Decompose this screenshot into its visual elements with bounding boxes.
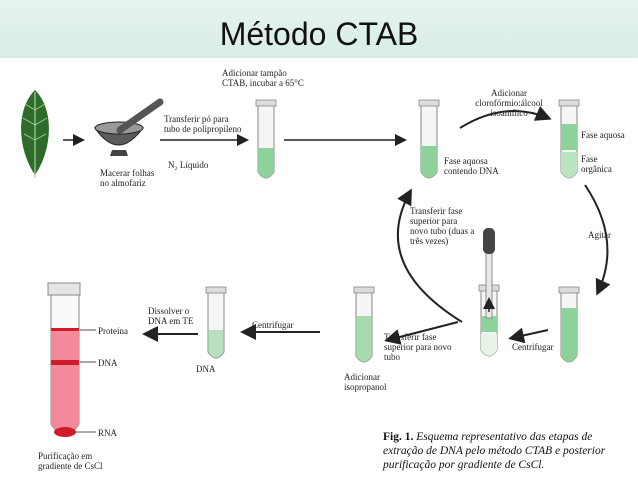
tube-dna-pellet xyxy=(205,286,227,359)
title-bar xyxy=(0,0,638,58)
label-fase-aquosa-dna: Fase aquosa contendo DNA xyxy=(444,156,499,176)
caption-text: Esquema representativo das etapas de ext… xyxy=(383,431,606,471)
label-dissolver: Dissolver o DNA em TE xyxy=(148,306,194,326)
arrow-centrifugar-1 xyxy=(508,327,549,344)
arrow-loop-transfer xyxy=(396,188,463,323)
label-rna: RNA xyxy=(98,428,118,438)
arrow-agitar xyxy=(584,184,611,296)
label-dna-pellet: DNA xyxy=(196,364,216,374)
tube-fase-aquosa-dna xyxy=(418,99,440,179)
tube-ctab xyxy=(255,99,277,179)
arrow-transfer-isopropanol xyxy=(384,321,459,345)
label-isopropanol: Adicionar isopropanol xyxy=(344,372,387,392)
label-transferir-fase-2: Transferir fase superior para novo tubo xyxy=(384,332,452,362)
tube-pipette xyxy=(478,228,500,357)
label-centrifugar-1: Centrifugar xyxy=(512,342,554,352)
label-ctab: Adicionar tampão CTAB, incubar a 65°C xyxy=(222,68,304,88)
page-title: Método CTAB xyxy=(219,16,419,52)
tube-isopropanol xyxy=(353,286,375,363)
arrow-add-chloroform xyxy=(459,105,552,129)
caption-prefix: Fig. 1. xyxy=(383,431,414,443)
label-cloroformio: Adicionar clorofórmio:álcool isoamílico xyxy=(475,88,543,118)
label-transferir-fase: Transferir fase superior para novo tubo … xyxy=(410,206,475,246)
label-agitar: Agitar xyxy=(588,230,611,240)
leaf-icon xyxy=(21,90,49,178)
label-purificacao: Purificação em gradiente de CsCl xyxy=(38,451,103,471)
label-n2: N₂ Líquido xyxy=(168,160,209,170)
label-centrifugar-2: Centrifugar xyxy=(252,320,294,330)
label-transferir-po: Transferir pó para tubo de polipropileno xyxy=(164,114,242,134)
label-fase-aquosa: Fase aquosa xyxy=(581,130,625,140)
tube-agitado xyxy=(558,286,580,363)
tube-cscl-gradient xyxy=(47,282,96,437)
mortar-pestle-icon xyxy=(94,98,164,156)
label-fase-organica: Fase orgânica xyxy=(581,154,612,174)
label-dna-band: DNA xyxy=(98,358,118,368)
label-macerar: Macerar folhas no almofariz xyxy=(100,168,155,188)
tube-fases xyxy=(558,99,580,179)
figure-caption: Fig. 1. Esquema representativo das etapa… xyxy=(383,430,633,472)
label-proteina: Proteína xyxy=(98,326,128,336)
